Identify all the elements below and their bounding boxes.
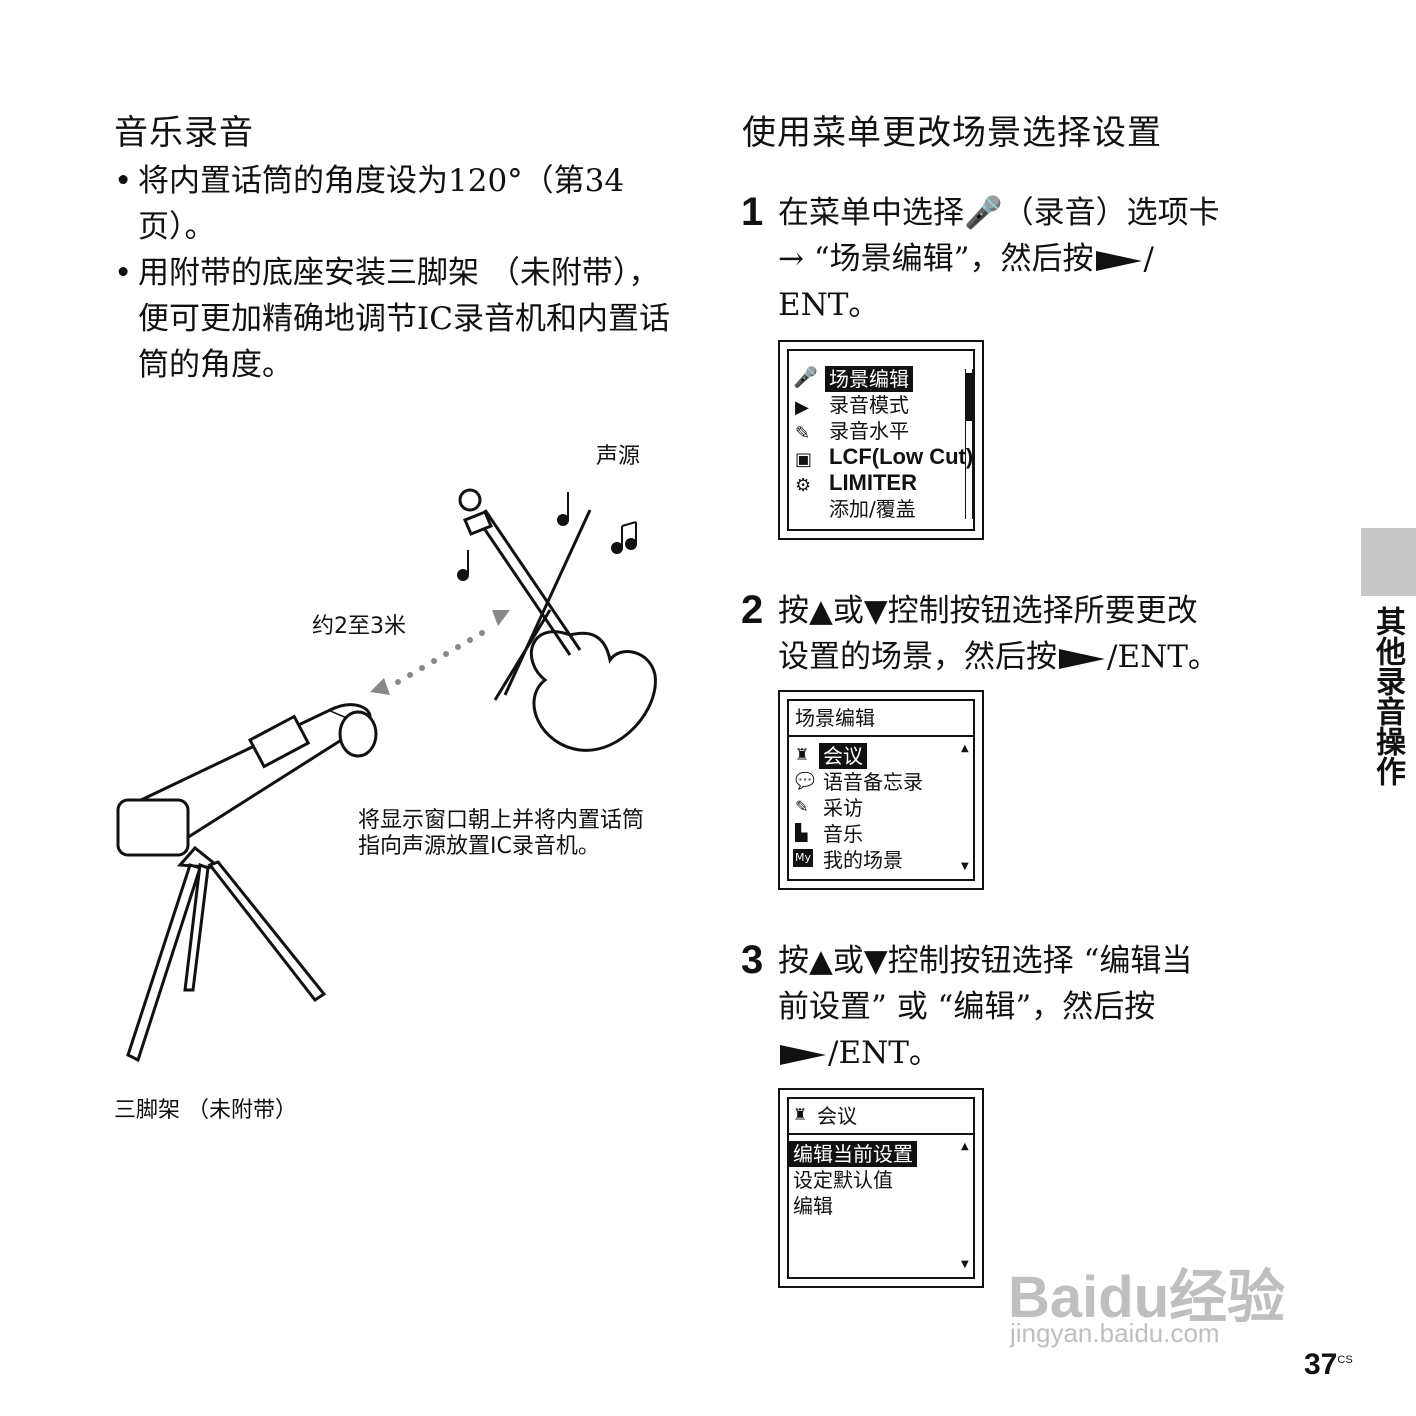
play-triangle-icon xyxy=(780,1045,826,1065)
lcd-screen-scenes: 场景编辑 ♜ 会议 💬 语音备忘录 ✎ 采访 ▙ 音乐 My 我的场景 ▲ ▼ xyxy=(778,690,984,890)
microphone-icon: 🎤 xyxy=(964,195,1003,231)
page-number-value: 37 xyxy=(1304,1348,1338,1381)
divider xyxy=(789,1133,973,1135)
piano-icon: ▙ xyxy=(795,823,808,842)
menu-item[interactable]: 场景编辑 xyxy=(825,366,913,392)
label-distance: 约2至3米 xyxy=(312,614,406,639)
microphone-icon: 🎤 xyxy=(793,365,818,389)
screen-title: 场景编辑 xyxy=(795,706,875,730)
scroll-down-icon[interactable]: ▼ xyxy=(961,861,969,872)
label-instruction: 将显示窗口朝上并将内置话筒指向声源放置IC录音机。 xyxy=(358,808,645,859)
menu-item[interactable]: LIMITER xyxy=(829,470,917,495)
step-number: 3 xyxy=(741,938,764,982)
step-line: / xyxy=(1143,241,1154,277)
option-item[interactable]: 编辑当前设置 xyxy=(789,1141,917,1167)
toolbox-icon: ⚙ xyxy=(795,475,812,496)
step-line: /ENT。 xyxy=(1107,639,1219,675)
ic-recorder-icon xyxy=(116,703,378,857)
step-line: → “场景编辑”，然后按 xyxy=(778,241,1094,277)
microphone-icon: ✎ xyxy=(795,797,809,816)
watermark-url: jingyan.baidu.com xyxy=(1010,1318,1220,1348)
scene-item[interactable]: 采访 xyxy=(823,796,863,820)
step-text: 按▲或▼控制按钮选择所要更改 设置的场景，然后按/ENT。 xyxy=(778,588,1303,680)
meeting-icon: ♜ xyxy=(795,745,810,764)
step-line: 前设置” 或 “编辑”，然后按 xyxy=(778,989,1156,1025)
tripod-icon xyxy=(126,845,327,1063)
step-line: ENT。 xyxy=(778,287,880,323)
scroll-down-icon[interactable]: ▼ xyxy=(961,1259,969,1270)
menu-item[interactable]: LCF(Low Cut) xyxy=(829,444,974,469)
scroll-up-icon[interactable]: ▲ xyxy=(961,1141,969,1152)
lcd-screen-menu: 🎤 ▶ ✎ ▣ ⚙ 场景编辑 录音模式 录音水平 LCF(Low Cut) LI… xyxy=(778,340,984,540)
section-title-menu: 使用菜单更改场景选择设置 xyxy=(742,113,1162,153)
play-icon: ▶ xyxy=(795,397,809,418)
page-suffix: CS xyxy=(1337,1354,1353,1366)
section-title-music: 音乐录音 xyxy=(114,113,254,153)
watermark-text: Bai xyxy=(1008,1265,1099,1330)
play-triangle-icon xyxy=(1059,649,1105,669)
side-tab-marker xyxy=(1361,528,1416,596)
distance-arrow-icon xyxy=(370,610,510,695)
step-line: /ENT。 xyxy=(828,1035,940,1071)
page-number: 37CS xyxy=(1304,1348,1353,1382)
scene-item[interactable]: 会议 xyxy=(819,743,867,769)
meeting-icon: ♜ xyxy=(793,1105,808,1124)
watermark-text: 经验 xyxy=(1169,1265,1286,1330)
pencil-icon: ✎ xyxy=(795,423,811,444)
music-notes-icon xyxy=(457,492,637,581)
baidu-watermark-logo: Baidu经验 xyxy=(1008,1250,1285,1334)
lcd-screen-edit: ♜ 会议 编辑当前设置 设定默认值 编辑 ▲ ▼ xyxy=(778,1088,984,1288)
step-line: 在菜单中选择 xyxy=(778,195,964,231)
scene-item[interactable]: 我的场景 xyxy=(823,848,903,872)
scrollbar[interactable] xyxy=(965,369,973,519)
menu-item[interactable]: 录音模式 xyxy=(829,393,909,417)
label-tripod: 三脚架 （未附带） xyxy=(114,1098,297,1123)
violin-icon xyxy=(458,488,657,752)
step-number: 2 xyxy=(741,588,764,632)
watermark-text: du xyxy=(1098,1265,1170,1330)
menu-item[interactable]: 录音水平 xyxy=(829,419,909,443)
scene-item[interactable]: 语音备忘录 xyxy=(823,770,923,794)
scrollbar-thumb[interactable] xyxy=(966,373,972,421)
step-line: （录音）选项卡 xyxy=(1002,195,1220,231)
bullet-text: 将内置话筒的角度设为120°（第34页）。 xyxy=(138,163,625,245)
display-icon: ▣ xyxy=(795,449,813,470)
step-line: 按▲或▼控制按钮选择 “编辑当 xyxy=(778,943,1193,979)
step-number: 1 xyxy=(741,190,764,234)
menu-item[interactable]: 添加/覆盖 xyxy=(829,497,916,521)
screen-title: 会议 xyxy=(817,1104,857,1128)
speech-bubble-icon: 💬 xyxy=(795,771,815,790)
label-sound-source: 声源 xyxy=(596,444,641,469)
play-triangle-icon xyxy=(1095,251,1142,271)
scene-item[interactable]: 音乐 xyxy=(823,822,863,846)
step-text: 按▲或▼控制按钮选择 “编辑当 前设置” 或 “编辑”，然后按 /ENT。 xyxy=(778,938,1303,1076)
step-text: 在菜单中选择🎤（录音）选项卡 → “场景编辑”，然后按 / ENT。 xyxy=(778,190,1303,328)
my-scene-icon: My xyxy=(793,849,813,867)
scroll-up-icon[interactable]: ▲ xyxy=(961,743,969,754)
bullet-text: 用附带的底座安装三脚架 （未附带），便可更加精确地调节IC录音机和内置话筒的角度… xyxy=(138,255,670,383)
side-tab-label: 其他录音操作 xyxy=(1370,606,1405,786)
option-item[interactable]: 设定默认值 xyxy=(793,1168,893,1192)
menu-tab-icons: 🎤 ▶ ✎ ▣ ⚙ xyxy=(789,351,821,529)
step-line: 按▲或▼控制按钮选择所要更改 xyxy=(778,593,1198,629)
recorder-violin-illustration xyxy=(116,488,657,1063)
divider xyxy=(789,735,973,737)
option-item[interactable]: 编辑 xyxy=(793,1194,833,1218)
step-line: 设置的场景，然后按 xyxy=(778,639,1057,675)
